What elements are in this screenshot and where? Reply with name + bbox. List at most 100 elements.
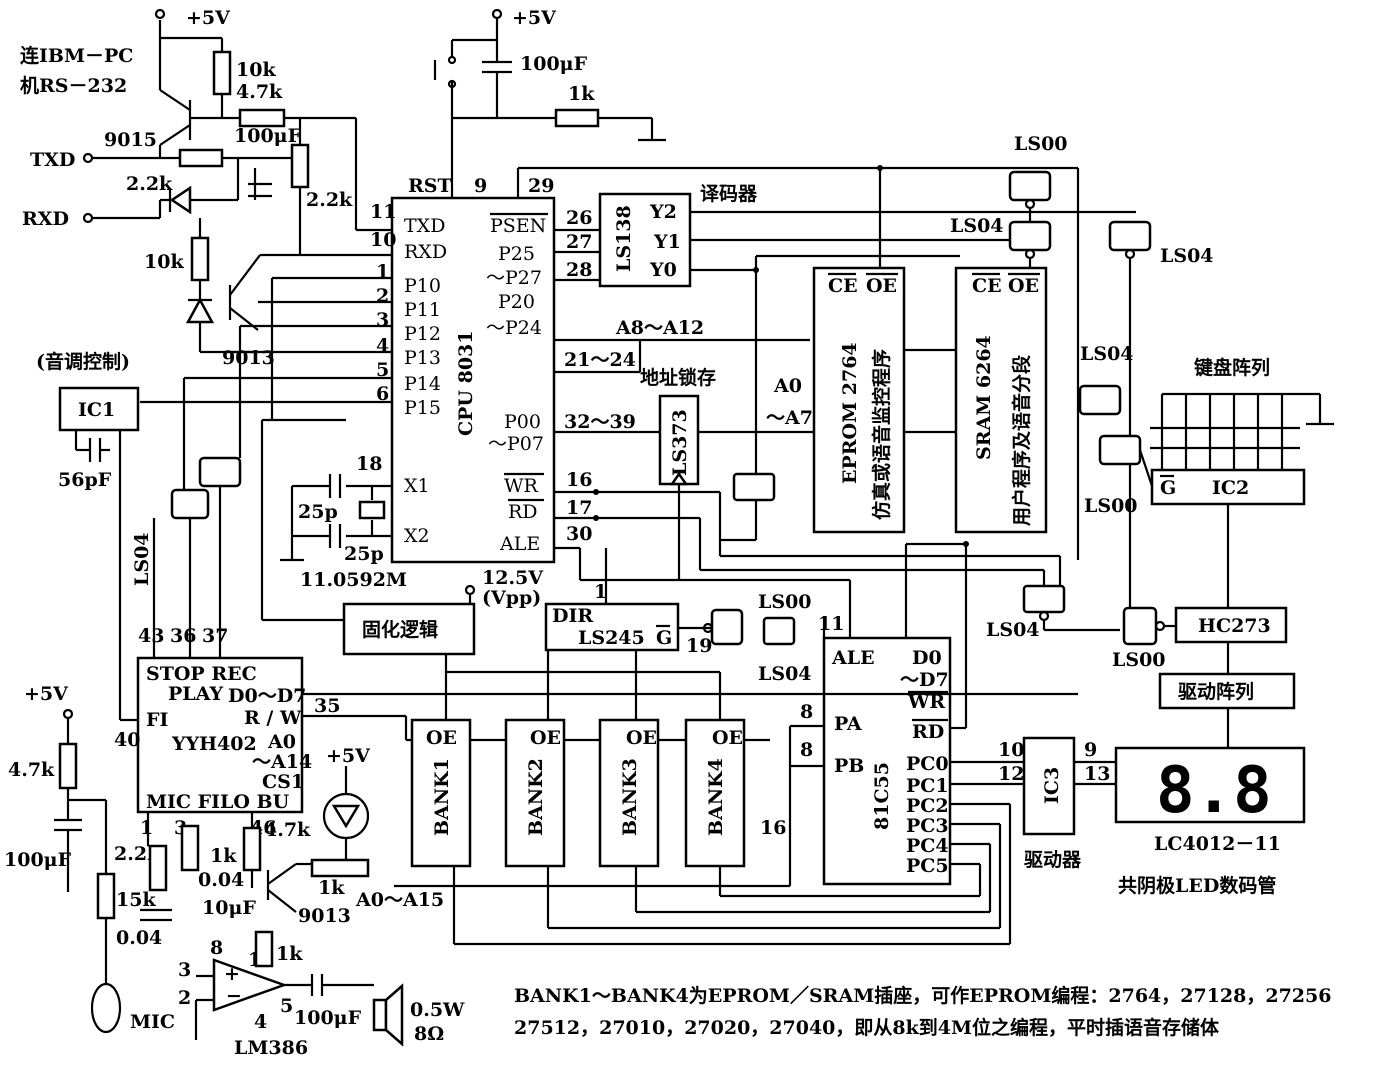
label-1k-top: 1k: [568, 83, 595, 105]
yyh-n1: 1: [140, 817, 153, 839]
cpu-num-18: 18: [356, 453, 382, 475]
resistor-2k2-b: [290, 143, 310, 189]
cpu-pin-x2: X2: [404, 525, 430, 547]
note-line2: 27512，27010，27020，27040，即从8k到4M位之编程，平时插语…: [514, 1016, 1220, 1039]
txd-terminal: [82, 152, 94, 164]
cpu-8031: RST 9 29 CPU 8031 TXD RXD P10 P11 P12 P1…: [356, 168, 810, 564]
ic1-label: IC1: [78, 399, 115, 421]
ic3-n12: 12: [998, 763, 1024, 785]
transceiver-ls245: DIR LS245 G 1 19 11 LS00 LS04: [544, 548, 844, 685]
cpu-num-30: 30: [566, 523, 592, 545]
cpu-num-16: 16: [566, 469, 592, 491]
yyh-cs: CS1: [262, 771, 304, 793]
ic2-g: G: [1160, 477, 1176, 499]
cpu-pin-x1: X1: [404, 475, 430, 497]
bank2-oe: OE: [530, 727, 561, 749]
cpu-num-2: 2: [376, 285, 389, 307]
ls245-n11: 11: [818, 613, 844, 635]
label-10k-b: 10k: [144, 251, 184, 273]
ic2-box: [1150, 468, 1306, 506]
cpu-num-4: 4: [376, 335, 389, 357]
resistor-4k7-c: [242, 826, 262, 872]
label-25p-a: 25p: [298, 501, 338, 523]
ls00-d-label: LS00: [758, 591, 812, 613]
bank2-label: BANK2: [525, 758, 547, 836]
resistor-15k: [96, 872, 116, 920]
yyh-a0: A0: [267, 731, 296, 753]
cpu-pin-ale: ALE: [499, 533, 540, 555]
ls373-box: [658, 394, 700, 486]
tone-ctrl-label: (音调控制): [36, 350, 130, 373]
ls00-b-label: LS00: [1084, 495, 1138, 517]
ls04-c-label: LS04: [1080, 343, 1134, 365]
resistor-2k2-c: [148, 844, 168, 892]
cpu-pin-p13: P13: [404, 347, 441, 369]
label-10uf: 10μF: [202, 897, 256, 919]
cpu-num-6: 6: [376, 383, 389, 405]
ls138-name: LS138: [613, 205, 635, 272]
yyh-d: D0～D7: [228, 685, 306, 707]
vcc-label-left: +5V: [24, 683, 69, 705]
yyh-n43: 43: [138, 625, 164, 647]
speaker-watt: 0.5W: [410, 999, 465, 1021]
cpu-num-11: 11: [370, 201, 396, 223]
ppi-d0: D0: [912, 647, 942, 669]
led-digits: 8.8: [1156, 754, 1272, 828]
yyh402: STOP REC PLAY D0～D7 FI R / W YYH402 A0 ～…: [114, 486, 1078, 839]
cpu-num-5: 5: [376, 359, 389, 381]
bank3-box: [598, 718, 660, 868]
cpu-pin-p11: P11: [404, 299, 441, 321]
driver-array-label: 驱动阵列: [1178, 680, 1254, 703]
label-0.04-a: 0.04: [116, 927, 162, 949]
ppi-pc4: PC4: [906, 835, 949, 857]
ls373-name: LS373: [669, 409, 691, 476]
addr-a7: ～A7: [766, 407, 813, 429]
ls138-y0: Y0: [649, 259, 677, 281]
hc273-box: [1174, 606, 1288, 644]
yyh-bottom: MIC FILO BU: [146, 791, 290, 813]
gate-ls04-d: LS04 LS00: [1078, 343, 1154, 517]
ic3-n9: 9: [1084, 739, 1097, 761]
bank4-label: BANK4: [705, 758, 727, 836]
yyh-n37: 37: [202, 625, 228, 647]
ppi-n16: 16: [760, 817, 786, 839]
sram-desc: 用户程序及语音分段: [1010, 354, 1033, 526]
ic1-block: (音调控制) IC1 56pF LS04: [36, 350, 153, 722]
yyh-n40: 40: [114, 729, 140, 751]
zener-diode: [185, 297, 215, 324]
pc-link-line1: 连IBM－PC: [20, 44, 133, 67]
latch-title: 地址锁存: [640, 366, 716, 389]
led-desc: 共阴极LED数码管: [1118, 874, 1276, 897]
lm386-p8: 8: [210, 937, 223, 959]
ppi-pa: PA: [834, 713, 862, 735]
eprom-2764: CE OE EPROM 2764 仿真或语音监控程序: [812, 266, 956, 534]
lm386-icon: [212, 958, 288, 1012]
ppi-box: [822, 636, 952, 886]
resistor-1k-led: [310, 858, 370, 878]
cpu-num-26: 26: [566, 207, 592, 229]
lm386-label: LM386: [234, 1037, 308, 1059]
ppi-pc1: PC1: [906, 775, 949, 797]
bank-addr-bus: A0～A15: [355, 889, 444, 911]
ls04-d-label: LS04: [986, 619, 1040, 641]
gate-ls00-a: LS00 LS04: [950, 133, 1068, 268]
ppi-ale: ALE: [831, 647, 875, 669]
resistor-4k7-a: [238, 108, 286, 128]
rxd-terminal: [82, 212, 94, 224]
sram-part: SRAM 6264: [973, 335, 995, 460]
yyh-fi: FI: [146, 709, 168, 731]
ppi-n8a: 8: [800, 701, 813, 723]
ls245-g: G: [656, 627, 672, 649]
cpu-num-28: 28: [566, 259, 592, 281]
cpu-pin-p12: P12: [404, 323, 441, 345]
bank1-box: [410, 718, 472, 868]
cpu-pin-p07: ～P07: [488, 433, 544, 455]
cpu-pin-p25: P25: [498, 243, 535, 265]
cpu-pin-p20: P20: [498, 291, 535, 313]
addr-a0: A0: [773, 375, 802, 397]
ic1-box: [58, 386, 140, 432]
yyh-name: YYH402: [171, 733, 257, 755]
label-4k7-a: 4.7k: [236, 81, 283, 103]
amp-lm386: + − 8 1 3 2 4 5 LM386 100μF 0.5W 8Ω: [178, 937, 465, 1059]
cpu-pin-rxd: RXD: [404, 241, 447, 263]
